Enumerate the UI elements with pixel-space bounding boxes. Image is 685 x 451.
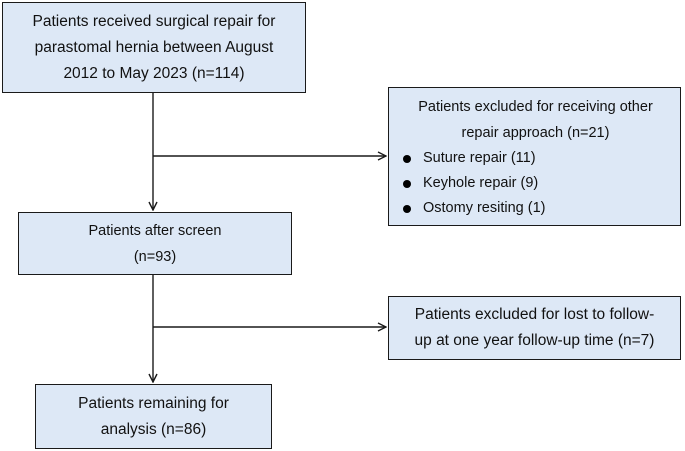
list-item: Ostomy resiting (1) [401,196,670,221]
box-exclusion-lost-to-follow-up: Patients excluded for lost to follow- up… [388,296,681,360]
initial-cohort-line-2: parastomal hernia between August [34,38,274,56]
exclusion2-line-2: up at one year follow-up time (n=7) [414,332,655,349]
initial-cohort-line-1: Patients received surgical repair for [32,12,276,30]
after-screen-line-2: (n=93) [133,248,177,265]
final-analysis-line-1: Patients remaining for [78,394,229,412]
box-exclusion-repair-approach: Patients excluded for receiving other re… [388,87,681,226]
bullet-text: Suture repair (11) [423,150,536,166]
box-initial-cohort: Patients received surgical repair for pa… [2,2,306,93]
bullet-icon [403,204,411,213]
bullet-icon [403,179,411,188]
bullet-text: Keyhole repair (9) [423,175,539,191]
box-after-screen: Patients after screen (n=93) [18,212,292,275]
initial-cohort-line-3: 2012 to May 2023 (n=114) [63,64,245,82]
final-analysis-line-2: analysis (n=86) [100,420,207,438]
bullet-text: Ostomy resiting (1) [423,200,546,216]
bullet-icon [403,154,411,163]
list-item: Suture repair (11) [401,146,670,171]
box-final-analysis: Patients remaining for analysis (n=86) [35,384,272,449]
list-item: Keyhole repair (9) [401,171,670,196]
exclusion2-line-1: Patients excluded for lost to follow- [414,306,655,323]
after-screen-line-1: Patients after screen [88,222,222,239]
exclusion1-line-2: repair approach (n=21) [461,125,610,141]
exclusion1-bullet-list: Suture repair (11) Keyhole repair (9) Os… [401,146,670,221]
exclusion1-line-1: Patients excluded for receiving other [418,99,653,115]
